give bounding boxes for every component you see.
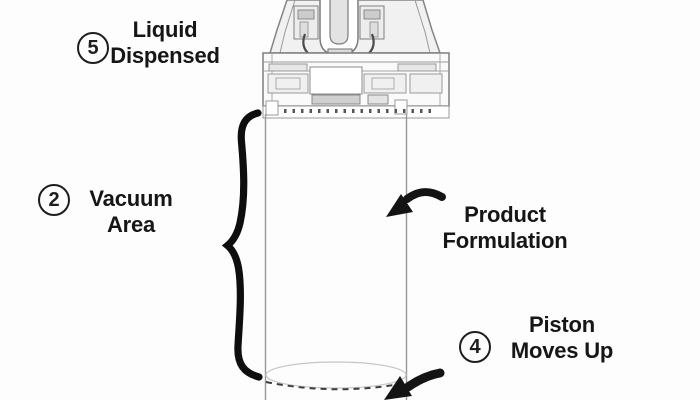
label-line: Moves Up: [510, 338, 614, 363]
pump-collar: [262, 52, 450, 119]
label-line: Product: [464, 202, 546, 227]
step-2-number: 2: [48, 189, 60, 211]
step-5-badge: 5: [77, 32, 109, 64]
label-line: Formulation: [442, 228, 568, 253]
piston-arrow-icon: [384, 368, 445, 400]
pump-stem-inner: [329, 0, 349, 45]
label-line: Dispensed: [110, 43, 220, 68]
step-4-number: 4: [469, 336, 481, 358]
vacuum-area-label: Vacuum Area: [71, 186, 191, 238]
product-arrow-icon: [386, 188, 446, 217]
liquid-dispensed-label: Liquid Dispensed: [105, 17, 225, 69]
label-line: Area: [106, 212, 156, 237]
pump-actuator: [268, 0, 442, 60]
vacuum-brace-icon: [221, 109, 263, 381]
label-line: Liquid: [132, 17, 198, 42]
step-4-badge: 4: [459, 331, 491, 363]
label-line: Piston: [528, 312, 596, 337]
piston-top-ellipse: [265, 361, 407, 389]
step-5-number: 5: [87, 37, 99, 59]
step-2-badge: 2: [38, 184, 70, 216]
label-line: Vacuum: [89, 186, 173, 211]
piston-moves-up-label: Piston Moves Up: [501, 312, 623, 364]
bottle-body: [264, 114, 408, 400]
piston-dashed-line: [265, 381, 407, 391]
product-formulation-label: Product Formulation: [434, 202, 576, 254]
